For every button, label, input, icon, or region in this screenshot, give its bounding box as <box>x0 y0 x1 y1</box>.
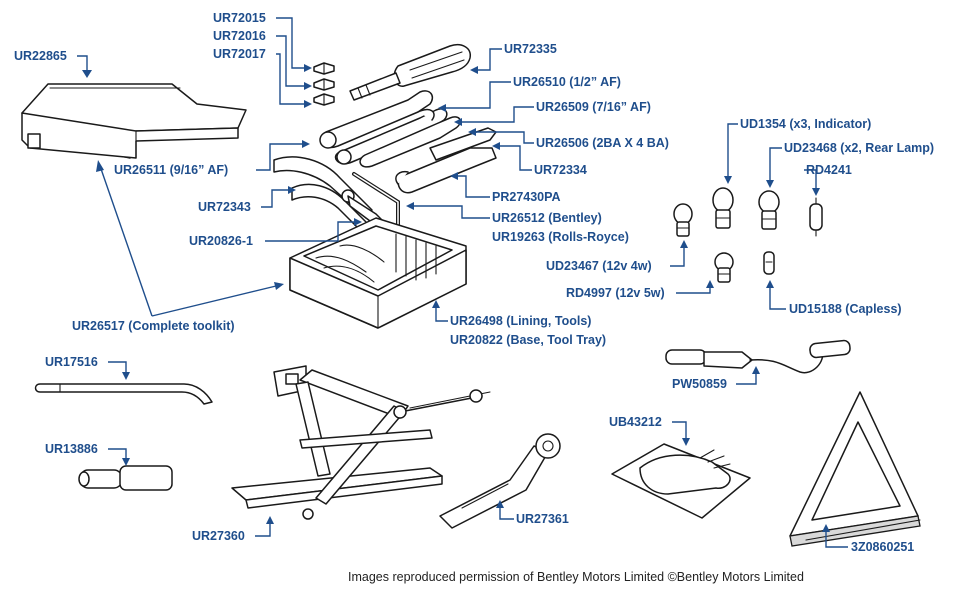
label-ud23468: UD23468 (x2, Rear Lamp) <box>784 141 935 155</box>
label-pr27430pa: PR27430PA <box>492 190 561 204</box>
label-ur20822: UR20822 (Base, Tool Tray) <box>450 333 607 347</box>
label-ur26498: UR26498 (Lining, Tools) <box>450 314 592 328</box>
wrench-illustration <box>439 433 561 529</box>
tyre-lever-illustration <box>34 383 213 405</box>
bulbs-illustration <box>673 187 823 283</box>
label-ur72335: UR72335 <box>504 42 557 56</box>
label-ur22865: UR22865 <box>14 49 67 63</box>
screws-illustration <box>313 62 335 106</box>
label-ud1354: UD1354 (x3, Indicator) <box>740 117 872 131</box>
spanners-illustration <box>319 90 461 168</box>
label-ur26510: UR26510 (1/2” AF) <box>513 75 621 89</box>
label-ur27361: UR27361 <box>516 512 569 526</box>
image-credit: Images reproduced permission of Bentley … <box>348 570 804 584</box>
label-ur26509: UR26509 (7/16” AF) <box>536 100 651 114</box>
label-ur17516: UR17516 <box>45 355 98 369</box>
adjustable-spanner-illustration <box>395 127 497 194</box>
label-ur26517: UR26517 (Complete toolkit) <box>72 319 235 333</box>
hex-key-illustration <box>352 172 400 236</box>
label-ub43212: UB43212 <box>609 415 662 429</box>
toolkit-case-illustration <box>21 83 247 159</box>
gloves-illustration <box>611 443 751 519</box>
leader-lines <box>77 17 848 548</box>
label-rd4241: RD4241 <box>806 163 852 177</box>
label-ur27360: UR27360 <box>192 529 245 543</box>
label-ur26512: UR26512 (Bentley) <box>492 211 602 225</box>
jack-illustration <box>231 365 491 520</box>
adaptor-illustration <box>78 465 173 491</box>
screwdriver-illustration <box>349 44 471 101</box>
label-rd4997: RD4997 (12v 5w) <box>566 286 665 300</box>
label-pw50859: PW50859 <box>672 377 727 391</box>
label-ur13886: UR13886 <box>45 442 98 456</box>
label-ud23467: UD23467 (12v 4w) <box>546 259 652 273</box>
label-ur19263: UR19263 (Rolls-Royce) <box>492 230 629 244</box>
label-ur72016: UR72016 <box>213 29 266 43</box>
label-ur72343: UR72343 <box>198 200 251 214</box>
label-ur26511: UR26511 (9/16” AF) <box>114 163 229 177</box>
label-3z0860251: 3Z0860251 <box>851 540 915 554</box>
tool-tray-illustration <box>289 217 467 329</box>
label-ur26506: UR26506 (2BA X 4 BA) <box>536 136 669 150</box>
label-ud15188: UD15188 (Capless) <box>789 302 902 316</box>
label-ur72015: UR72015 <box>213 11 266 25</box>
label-ur20826: UR20826-1 <box>189 234 253 248</box>
label-ur72334: UR72334 <box>534 163 587 177</box>
jack-handle-illustration <box>665 339 851 374</box>
warning-triangle-illustration <box>789 391 921 547</box>
label-ur72017: UR72017 <box>213 47 266 61</box>
